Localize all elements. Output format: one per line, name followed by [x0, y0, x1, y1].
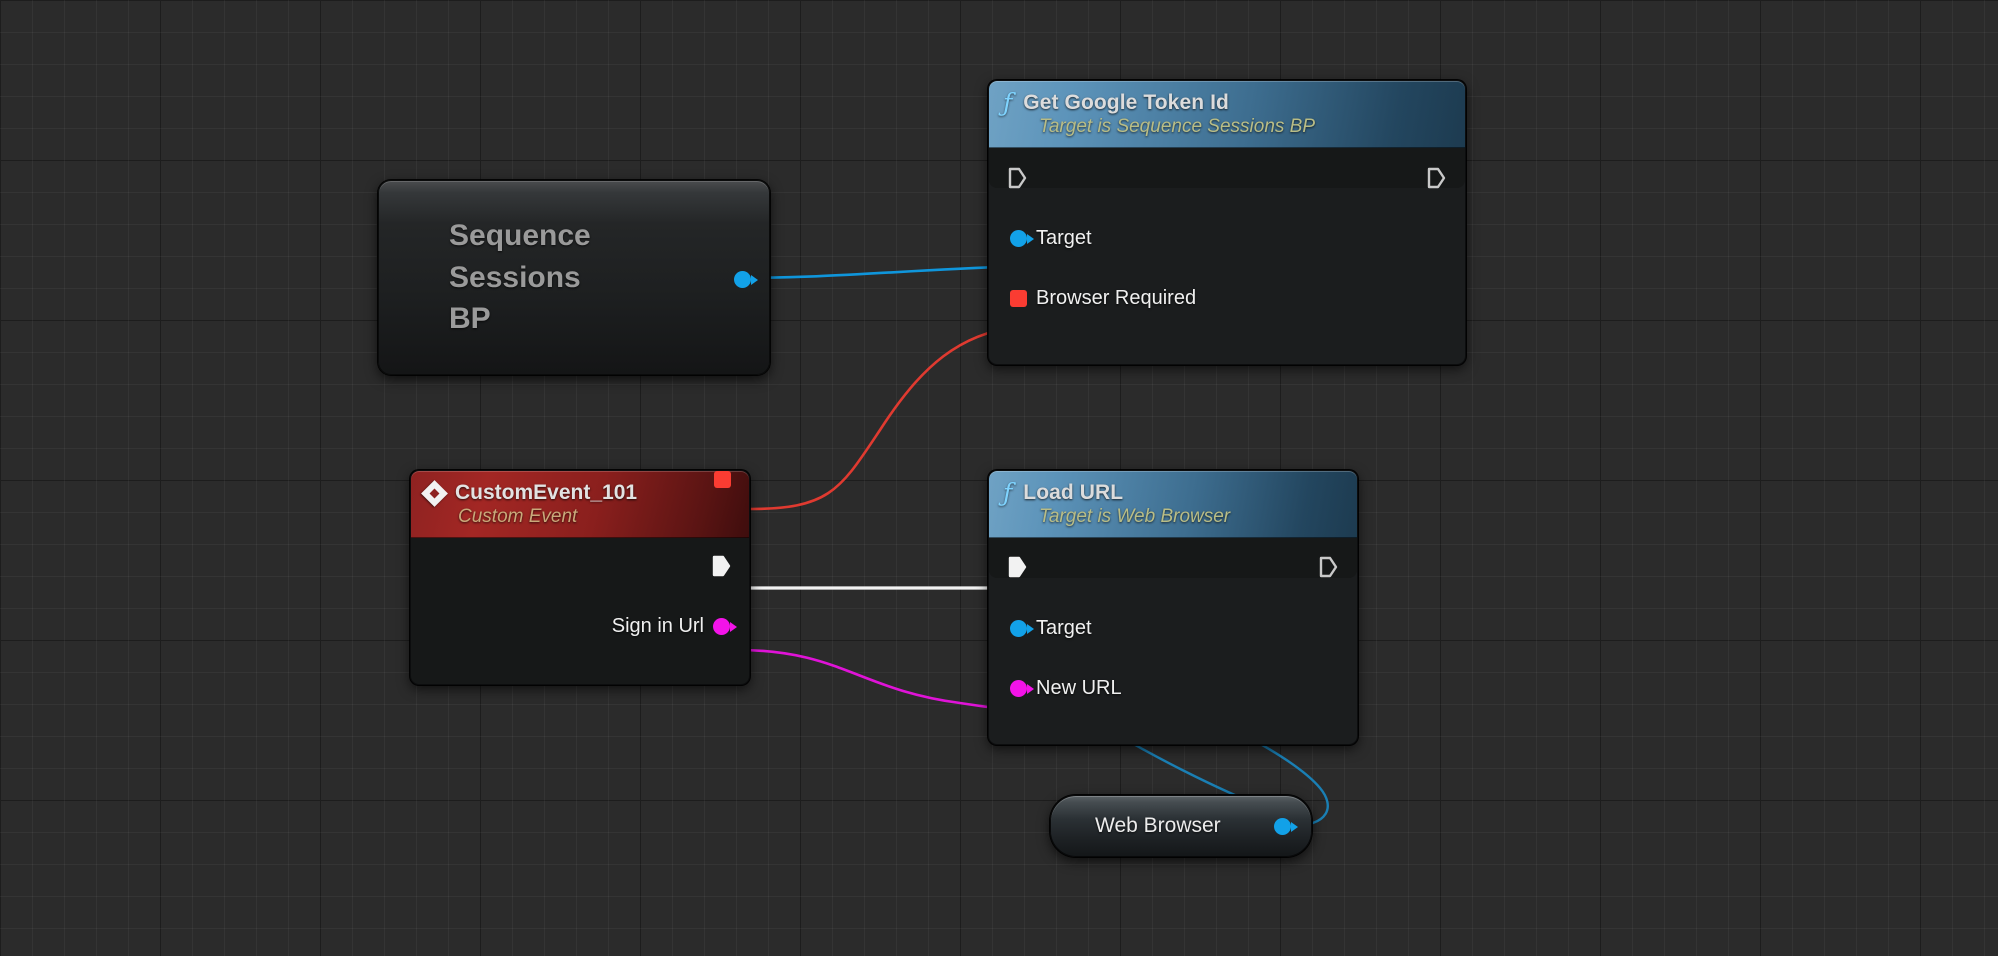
object-pin-icon [734, 271, 758, 288]
pin-label: Sign in Url [611, 615, 704, 637]
pin-sequence-sessions-bp-output[interactable] [734, 271, 758, 288]
node-subtitle: Target is Sequence Sessions BP [1039, 116, 1316, 137]
pin-get-google-token-id-browser-required[interactable]: Browser Required [1010, 287, 1196, 310]
node-title: CustomEvent_101 [455, 481, 638, 504]
node-title: Get Google Token Id [1023, 91, 1229, 114]
exec-pin-icon [1008, 556, 1027, 578]
pin-label: New URL [1036, 677, 1122, 699]
bool-array-pin-icon [1010, 290, 1027, 307]
node-title-web-browser: Web Browser [1095, 814, 1221, 837]
pin-web-browser-output[interactable] [1274, 818, 1298, 835]
node-get-google-token-id[interactable]: ƒ Get Google Token Id Target is Sequence… [988, 80, 1466, 365]
pin-get-google-token-id-exec-in[interactable] [1008, 167, 1027, 189]
exec-pin-icon [1008, 167, 1027, 189]
pin-load-url-new-url[interactable]: New URL [1010, 677, 1122, 700]
pin-custom-event-101-delegate-out[interactable] [714, 471, 731, 488]
pin-label: Browser Required [1036, 287, 1197, 309]
exec-pin-icon [712, 555, 731, 577]
pin-custom-event-101-exec-out[interactable] [712, 555, 731, 577]
function-f-icon: ƒ [1003, 87, 1013, 117]
pin-load-url-exec-in[interactable] [1008, 556, 1027, 578]
pin-custom-event-101-sign-in-url[interactable]: Sign in Url [611, 615, 737, 638]
pin-label: Target [1036, 227, 1092, 249]
node-title: Load URL [1023, 481, 1124, 504]
wire-sequencebp-to-target [730, 264, 1028, 280]
node-custom-event-101[interactable]: CustomEvent_101 Custom Event Sign in Url [410, 470, 750, 685]
node-subtitle: Target is Web Browser [1039, 506, 1231, 527]
node-body-load-url: Target New URL [989, 538, 1357, 699]
pin-get-google-token-id-target[interactable]: Target [1010, 227, 1092, 250]
pin-label: Target [1036, 617, 1092, 639]
title-line-2: Sessions [449, 260, 581, 294]
object-pin-icon [1274, 818, 1298, 835]
object-pin-icon [1010, 620, 1034, 637]
function-f-icon: ƒ [1003, 477, 1013, 507]
object-pin-icon [1010, 230, 1034, 247]
pin-get-google-token-id-exec-out[interactable] [1427, 167, 1446, 189]
exec-pin-icon [1427, 167, 1446, 189]
pin-load-url-exec-out[interactable] [1319, 556, 1338, 578]
bool-array-pin-icon [714, 471, 731, 488]
node-header-get-google-token-id: ƒ Get Google Token Id Target is Sequence… [989, 81, 1465, 148]
node-title-sequence-sessions-bp: Sequence Sessions BP [379, 203, 591, 351]
exec-pin-icon [1319, 556, 1338, 578]
wire-signinurl-to-newurl [737, 648, 1029, 711]
title-line-3: BP [449, 302, 491, 336]
node-load-url[interactable]: ƒ Load URL Target is Web Browser [988, 470, 1358, 745]
pin-load-url-target[interactable]: Target [1010, 617, 1092, 640]
event-diamond-icon [421, 479, 448, 507]
node-header-load-url: ƒ Load URL Target is Web Browser [989, 471, 1357, 538]
node-subtitle: Custom Event [458, 506, 578, 527]
node-sequence-sessions-bp[interactable]: Sequence Sessions BP [378, 180, 770, 375]
node-header-custom-event-101: CustomEvent_101 Custom Event [411, 471, 749, 538]
string-pin-icon [1010, 680, 1034, 697]
title-line-1: Sequence [449, 219, 591, 253]
node-body-get-google-token-id: Target Browser Required [989, 148, 1465, 309]
string-pin-icon [713, 618, 737, 635]
node-web-browser[interactable]: Web Browser [1050, 795, 1312, 857]
wire-customevent-to-browserrequired [748, 324, 1028, 511]
